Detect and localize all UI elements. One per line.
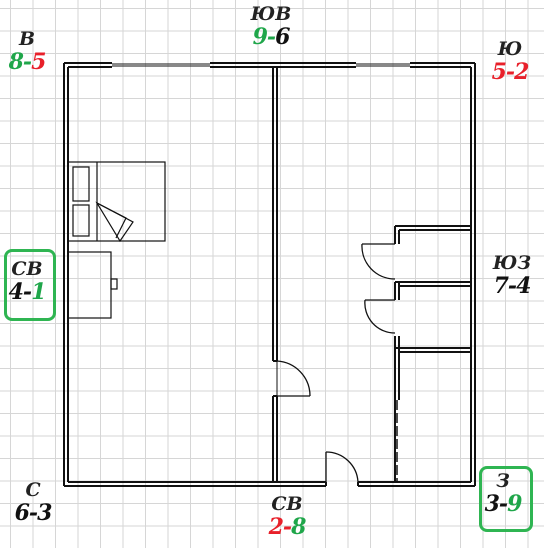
sector-name: В	[18, 28, 36, 50]
bed	[67, 161, 166, 243]
sector-numbers: 3-9	[484, 491, 523, 517]
sector-name: З	[496, 470, 510, 492]
sector-yuv: ЮВ 9-6	[236, 3, 306, 49]
sector-numbers: 7-4	[493, 273, 532, 299]
sector-yu: Ю 5-2	[475, 38, 544, 84]
sector-yuz: ЮЗ 7-4	[477, 252, 544, 298]
sector-numbers: 9-6	[252, 24, 291, 50]
desk	[67, 251, 118, 319]
sector-sv2: СВ 2-8	[252, 493, 322, 539]
sector-name: Ю	[497, 38, 523, 60]
sector-s: С 6-3	[0, 479, 68, 525]
sector-name: СВ	[11, 258, 43, 280]
outer-walls	[63, 62, 476, 487]
sector-numbers: 8-5	[8, 49, 47, 75]
central-partition	[272, 67, 311, 482]
sector-z: З 3-9	[468, 470, 538, 516]
sector-sv1: СВ 4-1	[0, 258, 62, 304]
sector-name: С	[25, 479, 41, 501]
sector-numbers: 5-2	[491, 59, 530, 85]
entrance-door	[325, 451, 359, 483]
sector-numbers: 6-3	[14, 500, 53, 526]
sector-numbers: 2-8	[268, 514, 307, 540]
sector-name: ЮЗ	[492, 252, 532, 274]
highlight-frame-z	[479, 466, 533, 532]
highlight-frame-sv1	[4, 249, 56, 321]
sector-v: В 8-5	[0, 28, 62, 74]
sector-numbers: 4-1	[8, 279, 47, 305]
sector-name: ЮВ	[250, 3, 292, 25]
bathroom-block	[361, 225, 471, 482]
sector-name: СВ	[271, 493, 303, 515]
